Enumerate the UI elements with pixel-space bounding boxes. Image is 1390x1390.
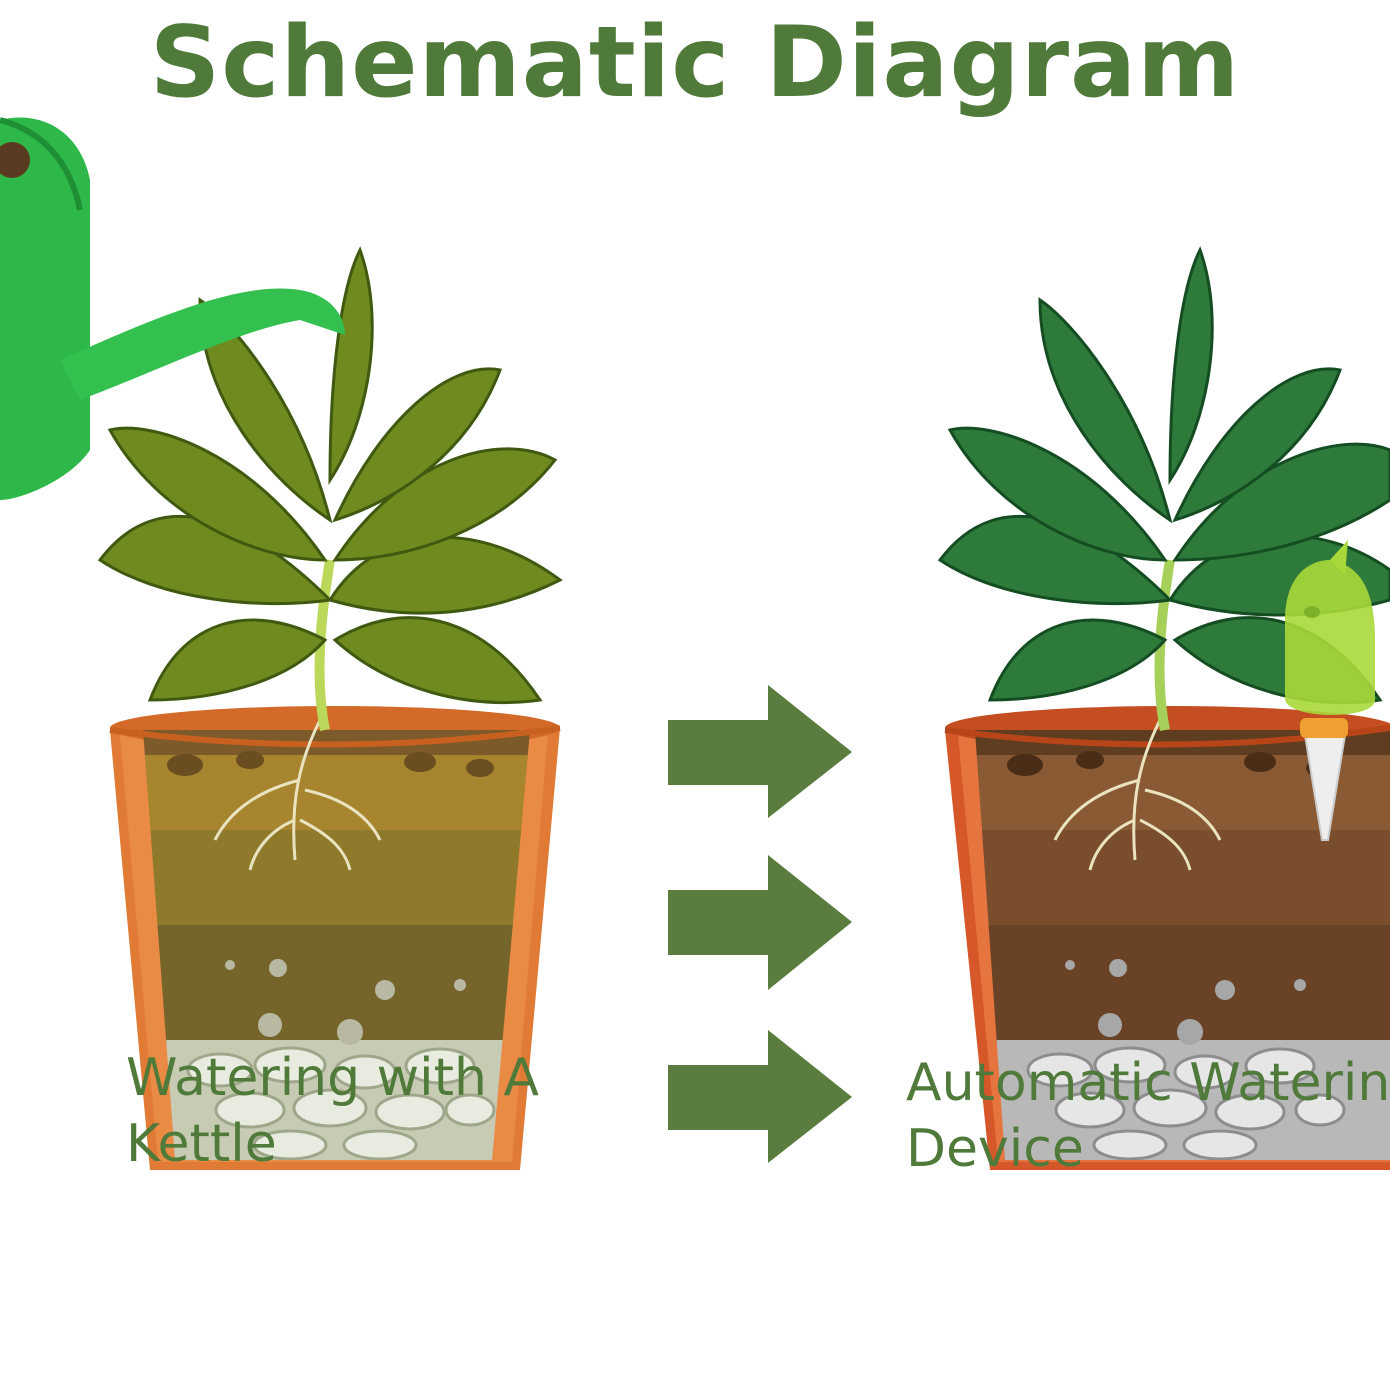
diagram-title: Schematic Diagram	[149, 6, 1241, 120]
stem-right	[1154, 559, 1175, 731]
auto-watering-spike-icon	[1285, 540, 1375, 841]
arrows	[668, 685, 852, 1163]
arrow-right-icon	[668, 1030, 852, 1163]
right-pot	[944, 559, 1390, 1170]
right-plant	[937, 246, 1390, 704]
caption-right: Automatic Waterin Device	[906, 1050, 1390, 1182]
watering-can-icon	[0, 117, 345, 500]
caption-left-line1: Watering with A	[126, 1048, 540, 1108]
caption-right-line1: Automatic Waterin	[906, 1053, 1390, 1113]
caption-left: Watering with A Kettle	[126, 1045, 539, 1177]
left-plant	[97, 246, 563, 704]
arrow-right-icon	[668, 855, 852, 990]
caption-right-line2: Device	[906, 1119, 1084, 1179]
stem-left	[314, 559, 335, 731]
caption-left-line2: Kettle	[126, 1114, 277, 1174]
left-pot	[109, 559, 561, 1170]
arrow-right-icon	[668, 685, 852, 818]
